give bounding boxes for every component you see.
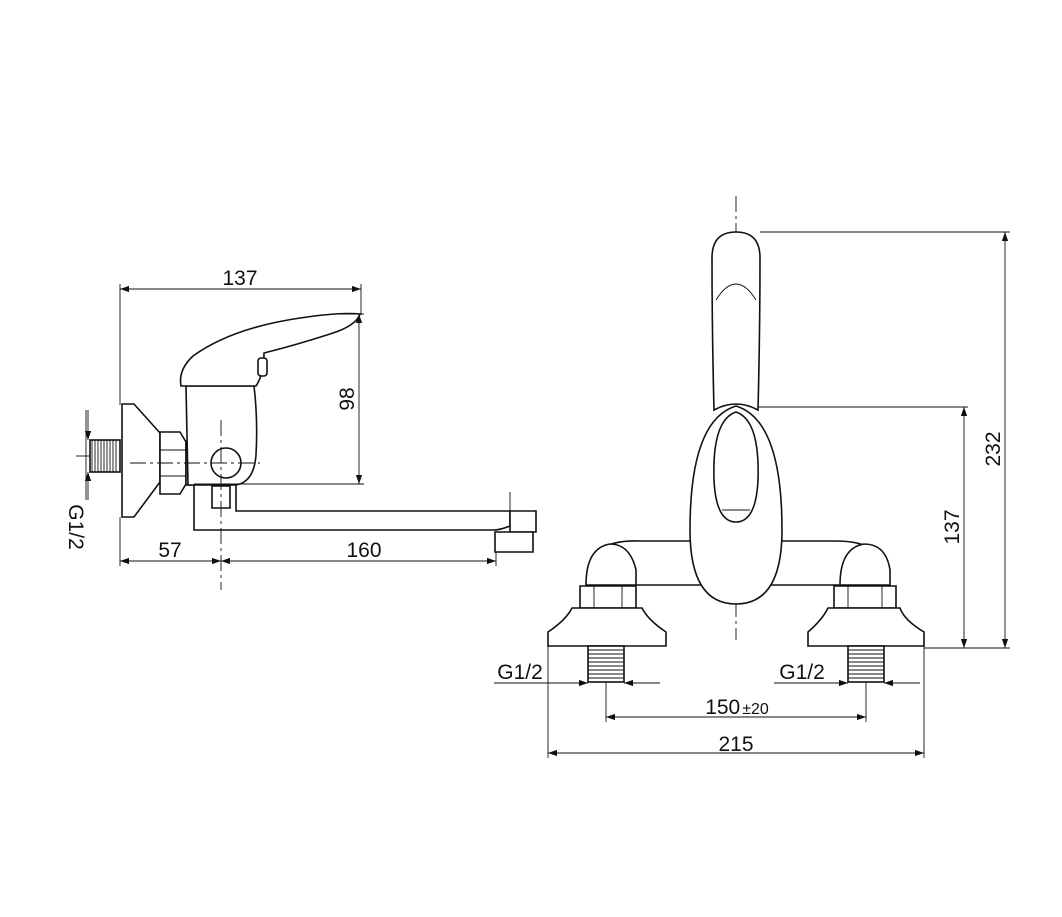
dim-front-body-height: 137: [758, 406, 968, 648]
dim-side-width: 137: [119, 267, 362, 405]
dim-center-spacing: 150±20: [605, 682, 867, 722]
wall-flange: [121, 403, 161, 518]
dim-side-width-label: 137: [222, 267, 257, 290]
side-spout: [193, 484, 511, 531]
aerator: [494, 531, 534, 553]
front-lever-handle: [711, 231, 761, 412]
side-thread-label: G1/2: [64, 504, 87, 550]
side-lever-handle: [179, 312, 362, 387]
handle-eye: [713, 411, 759, 523]
dim-center-spacing-value: 150: [705, 696, 740, 719]
front-left-connector: [547, 543, 667, 683]
dim-left-thread: G1/2: [494, 661, 660, 687]
side-thread-connector: [85, 410, 121, 500]
side-view: 137 98 57 160 G1/2: [64, 267, 537, 590]
dim-front-body-height-label: 137: [941, 509, 964, 544]
dim-center-spacing-label: 150±20: [705, 696, 769, 719]
dim-spacing-tolerance: ±20: [742, 701, 769, 718]
dim-side-height: 98: [194, 313, 364, 485]
dim-front-total-height-label: 232: [982, 431, 1005, 466]
front-right-connector: [807, 543, 925, 683]
dim-right-thread: G1/2: [774, 661, 920, 687]
dim-front-total-height: 232: [760, 231, 1010, 649]
dim-side-thread: G1/2: [64, 410, 92, 550]
front-view: 232 137 G1/2 G1/2 150±20: [494, 196, 1010, 758]
right-thread-label: G1/2: [779, 661, 825, 684]
dim-wall-offset-label: 57: [158, 539, 181, 562]
left-thread-label: G1/2: [497, 661, 543, 684]
dim-side-height-label: 98: [336, 387, 359, 410]
dim-front-total-width-label: 215: [718, 733, 753, 756]
dim-side-bottom: 57 160: [119, 517, 497, 566]
dim-front-total-width: 215: [547, 646, 925, 758]
dim-spout-length-label: 160: [346, 539, 381, 562]
